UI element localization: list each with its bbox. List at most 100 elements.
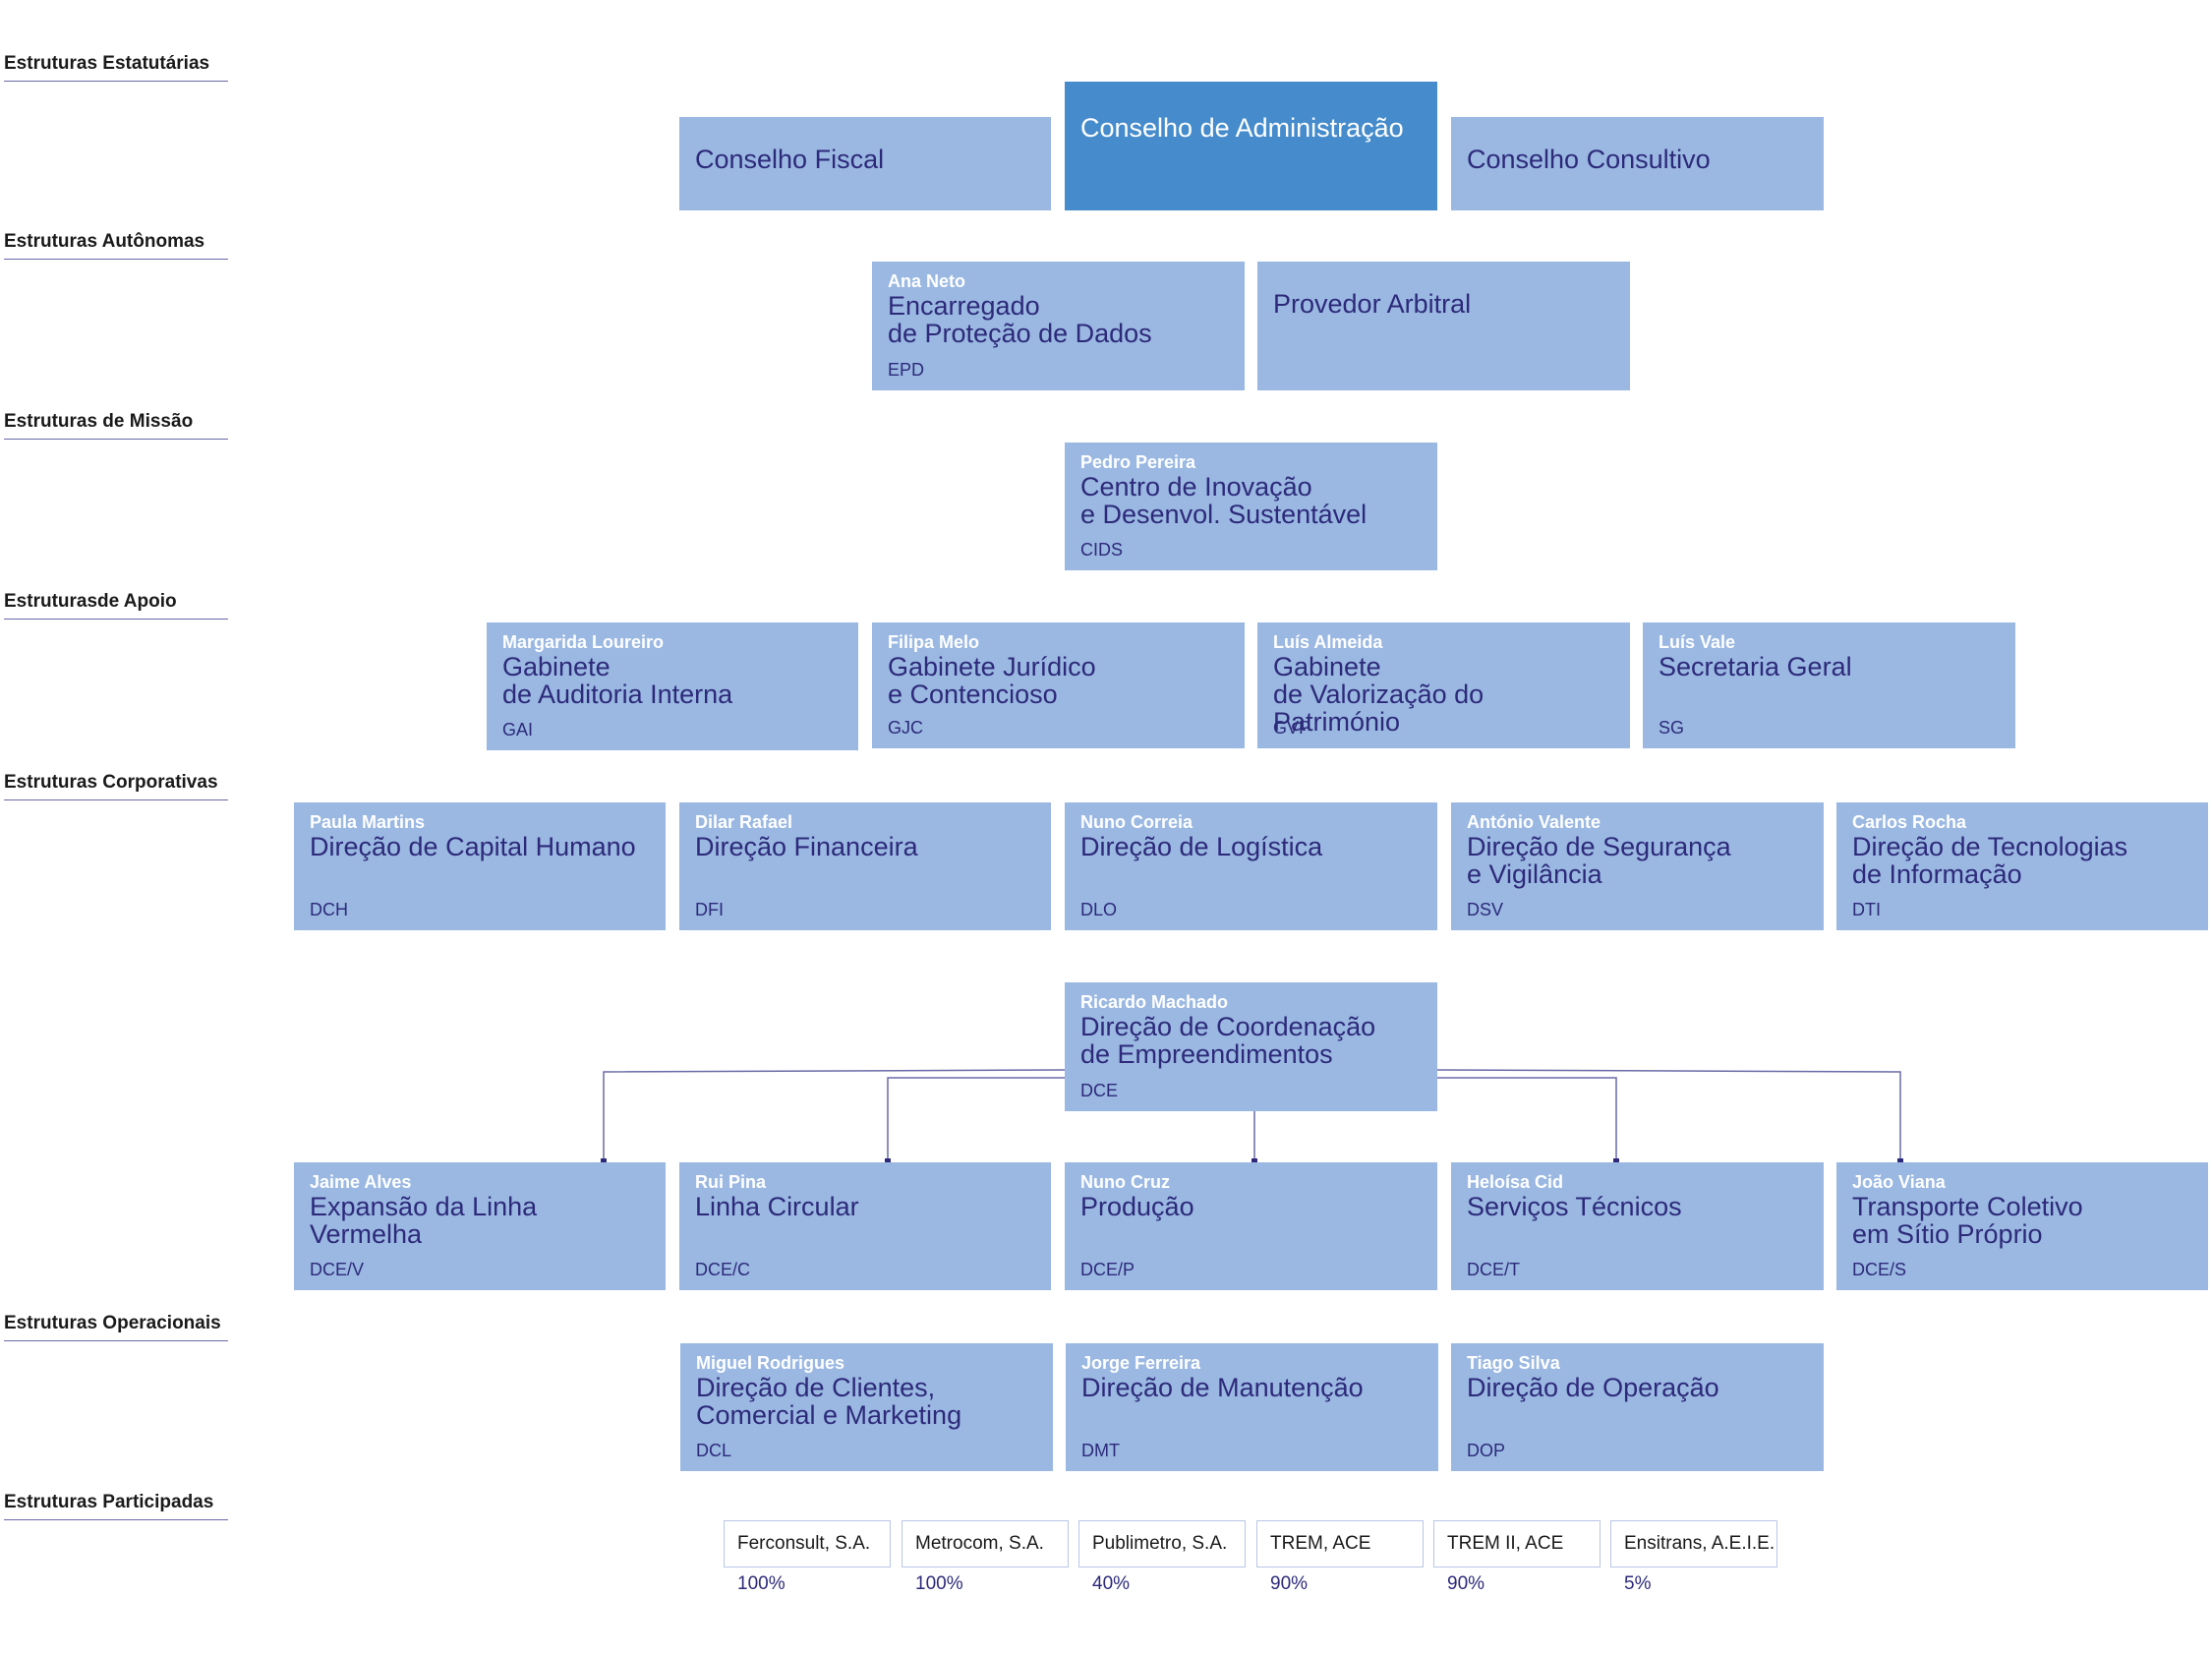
box-dsv[interactable]: António Valente Direção de Segurança e V… (1451, 802, 1824, 930)
participada-pct: 90% (1270, 1573, 1309, 1594)
box-title: Gabinete de Auditoria Interna (502, 652, 733, 709)
participada-metrocom[interactable]: Metrocom, S.A. (902, 1520, 1069, 1567)
box-person: Pedro Pereira (1080, 452, 1196, 472)
box-dti[interactable]: Carlos Rocha Direção de Tecnologias de I… (1836, 802, 2208, 930)
box-epd[interactable]: Ana Neto Encarregado de Proteção de Dado… (872, 262, 1245, 390)
box-dlo[interactable]: Nuno Correia Direção de Logística DLO (1065, 802, 1437, 930)
box-code: GJC (888, 718, 923, 738)
box-conselho-fiscal[interactable]: Conselho Fiscal (679, 117, 1051, 210)
connector-dce-v (603, 1069, 1066, 1162)
box-title: Direção de Segurança e Vigilância (1467, 832, 1731, 889)
box-title: Direção de Tecnologias de Informação (1852, 832, 2128, 889)
box-title: Expansão da Linha Vermelha (310, 1192, 538, 1249)
box-title: Conselho de Administração (1080, 113, 1404, 143)
box-provedor-arbitral[interactable]: Provedor Arbitral (1257, 262, 1630, 390)
box-person: Nuno Cruz (1080, 1172, 1170, 1192)
box-dce[interactable]: Ricardo Machado Direção de Coordenação d… (1065, 982, 1437, 1111)
box-code: DSV (1467, 900, 1504, 919)
box-code: DCE/T (1467, 1260, 1520, 1279)
participada-trem[interactable]: TREM, ACE (1256, 1520, 1424, 1567)
box-gvp[interactable]: Luís Almeida Gabinete de Valorização do … (1257, 622, 1630, 748)
box-gai[interactable]: Margarida Loureiro Gabinete de Auditoria… (487, 622, 858, 750)
box-person: Jorge Ferreira (1081, 1353, 1201, 1373)
box-dop[interactable]: Tiago Silva Direção de Operação DOP (1451, 1343, 1824, 1471)
box-title: Conselho Fiscal (695, 145, 885, 174)
box-conselho-administracao[interactable]: Conselho de Administração (1065, 82, 1437, 210)
box-conselho-consultivo[interactable]: Conselho Consultivo (1451, 117, 1824, 210)
box-title: Direção de Manutenção (1081, 1373, 1364, 1402)
box-code: DOP (1467, 1441, 1506, 1460)
box-code: DCE/C (695, 1260, 751, 1279)
box-code: SG (1659, 718, 1685, 738)
box-code: GAI (502, 720, 534, 739)
box-code: DTI (1852, 900, 1881, 919)
box-person: Heloísa Cid (1467, 1172, 1564, 1192)
box-person: Ricardo Machado (1080, 992, 1229, 1012)
box-dce-c[interactable]: Rui Pina Linha Circular DCE/C (679, 1162, 1051, 1290)
box-person: Margarida Loureiro (502, 632, 665, 652)
participada-ensitrans[interactable]: Ensitrans, A.E.I.E. (1610, 1520, 1777, 1567)
box-title: Encarregado de Proteção de Dados (888, 291, 1152, 348)
box-person: Nuno Correia (1080, 812, 1193, 832)
section-label-apoio: Estruturasde Apoio (4, 591, 228, 620)
box-person: Jaime Alves (310, 1172, 412, 1192)
box-title: Gabinete de Valorização do Património (1273, 652, 1484, 737)
box-title: Centro de Inovação e Desenvol. Sustentáv… (1080, 472, 1368, 529)
box-title: Provedor Arbitral (1273, 289, 1472, 319)
connector-dot (1613, 1158, 1619, 1164)
box-cids[interactable]: Pedro Pereira Centro de Inovação e Desen… (1065, 443, 1437, 570)
box-title: Conselho Consultivo (1467, 145, 1711, 174)
box-title: Direção de Coordenação de Empreendimento… (1080, 1012, 1376, 1069)
box-dce-v[interactable]: Jaime Alves Expansão da Linha Vermelha D… (294, 1162, 666, 1290)
connector-dce-s (1436, 1069, 1901, 1162)
box-title: Direção de Logística (1080, 832, 1323, 861)
box-code: DCH (310, 900, 348, 919)
section-label-autonomas: Estruturas Autônomas (4, 231, 228, 260)
box-title: Secretaria Geral (1659, 652, 1852, 681)
box-person: Rui Pina (695, 1172, 767, 1192)
box-dcl[interactable]: Miguel Rodrigues Direção de Clientes, Co… (680, 1343, 1053, 1471)
box-person: Paula Martins (310, 812, 426, 832)
participada-pct: 40% (1092, 1573, 1131, 1594)
connector-dot (601, 1158, 607, 1164)
box-code: EPD (888, 360, 925, 380)
box-person: Carlos Rocha (1852, 812, 1967, 832)
box-dce-t[interactable]: Heloísa Cid Serviços Técnicos DCE/T (1451, 1162, 1824, 1290)
box-person: Luís Almeida (1273, 632, 1383, 652)
box-person: Tiago Silva (1467, 1353, 1560, 1373)
connector-dot (1897, 1158, 1903, 1164)
box-gjc[interactable]: Filipa Melo Gabinete Jurídico e Contenci… (872, 622, 1245, 748)
box-code: GVP (1273, 718, 1311, 738)
participada-publimetro[interactable]: Publimetro, S.A. (1078, 1520, 1246, 1567)
connector-dot (885, 1158, 891, 1164)
box-dfi[interactable]: Dilar Rafael Direção Financeira DFI (679, 802, 1051, 930)
box-title: Direção de Operação (1467, 1373, 1719, 1402)
box-title: Serviços Técnicos (1467, 1192, 1682, 1221)
box-code: CIDS (1080, 540, 1124, 560)
box-title: Transporte Coletivo em Sítio Próprio (1852, 1192, 2083, 1249)
box-person: Ana Neto (888, 271, 966, 291)
box-code: DCE/V (310, 1260, 365, 1279)
section-label-estatutarias: Estruturas Estatutárias (4, 53, 228, 82)
box-dmt[interactable]: Jorge Ferreira Direção de Manutenção DMT (1066, 1343, 1438, 1471)
box-title: Direção de Capital Humano (310, 832, 636, 861)
connector-dce-c (887, 1077, 1065, 1162)
box-code: DLO (1080, 900, 1118, 919)
connector-dot (1252, 1158, 1257, 1164)
box-code: DCE/P (1080, 1260, 1135, 1279)
box-code: DCE (1080, 1081, 1119, 1100)
box-person: Filipa Melo (888, 632, 980, 652)
box-person: Luís Vale (1659, 632, 1736, 652)
box-sg[interactable]: Luís Vale Secretaria Geral SG (1643, 622, 2015, 748)
box-dch[interactable]: Paula Martins Direção de Capital Humano … (294, 802, 666, 930)
box-dce-s[interactable]: João Viana Transporte Coletivo em Sítio … (1836, 1162, 2208, 1290)
participada-pct: 90% (1447, 1573, 1485, 1594)
participada-ferconsult[interactable]: Ferconsult, S.A. (724, 1520, 891, 1567)
box-person: Dilar Rafael (695, 812, 793, 832)
box-code: DCE/S (1852, 1260, 1907, 1279)
section-label-corporativas: Estruturas Corporativas (4, 772, 228, 800)
box-person: Miguel Rodrigues (696, 1353, 845, 1373)
box-dce-p[interactable]: Nuno Cruz Produção DCE/P (1065, 1162, 1437, 1290)
participada-trem-ii[interactable]: TREM II, ACE (1433, 1520, 1601, 1567)
